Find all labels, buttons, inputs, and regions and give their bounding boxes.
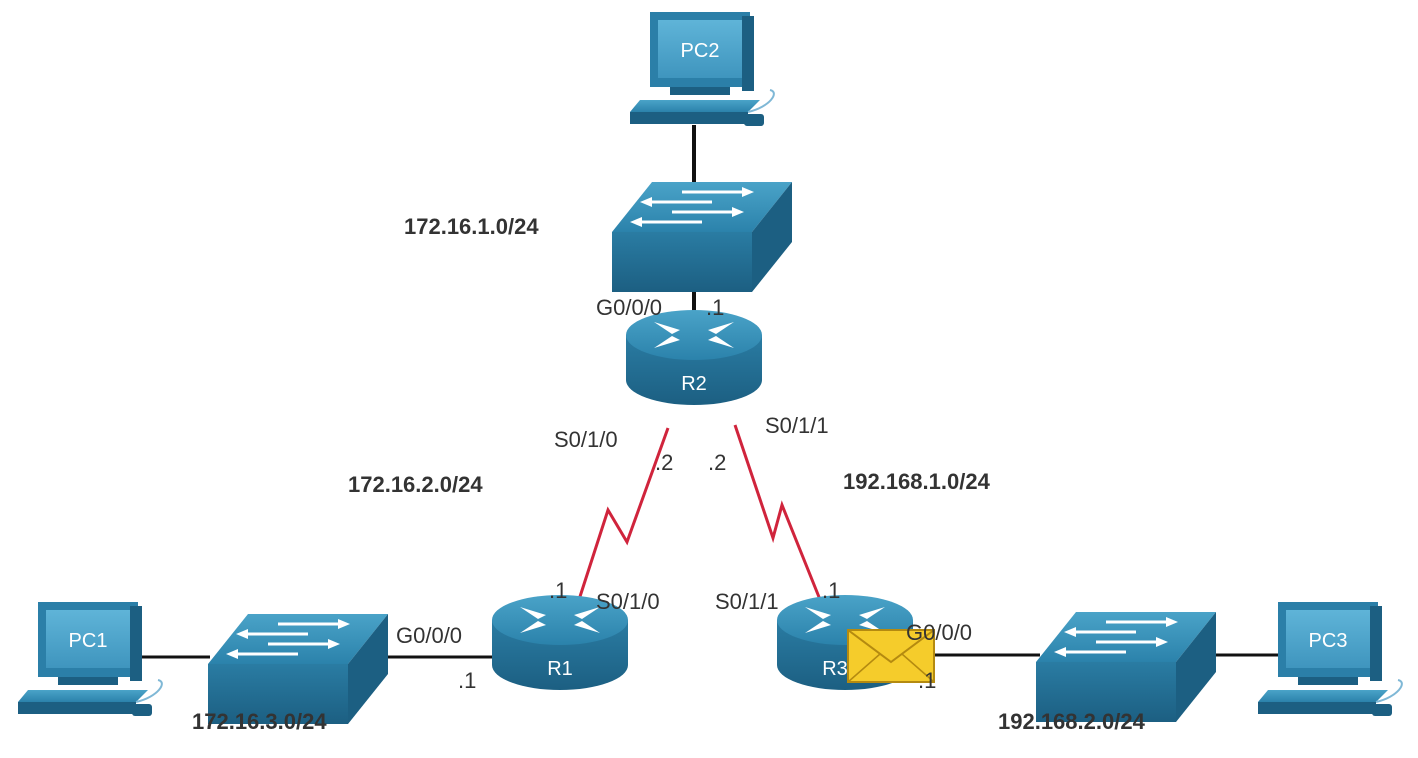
r2-s011-host-label: .2 <box>708 450 726 475</box>
network-192-168-2-label: 192.168.2.0/24 <box>998 709 1146 734</box>
router-r1-icon[interactable]: R1 <box>492 595 628 690</box>
r3-s011-host-label: .1 <box>822 578 840 603</box>
serial-link-r2-r1 <box>573 427 670 613</box>
r1-g000-label: G0/0/0 <box>396 623 462 648</box>
serial-link-r2-r3 <box>733 424 827 613</box>
pc1-label: PC1 <box>69 630 108 652</box>
switch-172-16-1-icon[interactable] <box>610 180 794 294</box>
r2-s011-label: S0/1/1 <box>765 413 829 438</box>
pc1-icon[interactable]: PC1 <box>17 601 163 717</box>
router-r2-icon[interactable]: R2 <box>626 310 762 405</box>
pc2-icon[interactable]: PC2 <box>629 11 775 127</box>
network-192-168-1-label: 192.168.1.0/24 <box>843 469 991 494</box>
pc2-label: PC2 <box>681 40 720 62</box>
r2-label: R2 <box>681 373 707 395</box>
r3-g000-label: G0/0/0 <box>906 620 972 645</box>
r2-g000-host-label: .1 <box>706 295 724 320</box>
r2-s010-label: S0/1/0 <box>554 427 618 452</box>
network-172-16-3-label: 172.16.3.0/24 <box>192 709 327 734</box>
network-172-16-2-label: 172.16.2.0/24 <box>348 472 483 497</box>
r3-s011-label: S0/1/1 <box>715 589 779 614</box>
r1-s010-host-label: .1 <box>549 578 567 603</box>
r3-label: R3 <box>822 658 848 680</box>
packet-envelope-icon <box>847 629 935 683</box>
r1-g000-host-label: .1 <box>458 668 476 693</box>
switch-192-168-2-icon[interactable] <box>1034 610 1218 724</box>
router-r3-icon[interactable]: R3 <box>777 595 913 690</box>
switch-172-16-3-icon[interactable] <box>206 612 390 726</box>
r1-label: R1 <box>547 658 573 680</box>
r2-g000-label: G0/0/0 <box>596 295 662 320</box>
pc3-label: PC3 <box>1309 630 1348 652</box>
r1-s010-label: S0/1/0 <box>596 589 660 614</box>
r2-s010-host-label: .2 <box>655 450 673 475</box>
network-172-16-1-label: 172.16.1.0/24 <box>404 214 539 239</box>
r3-g000-host-label: .1 <box>918 668 936 693</box>
pc3-icon[interactable]: PC3 <box>1257 601 1403 717</box>
